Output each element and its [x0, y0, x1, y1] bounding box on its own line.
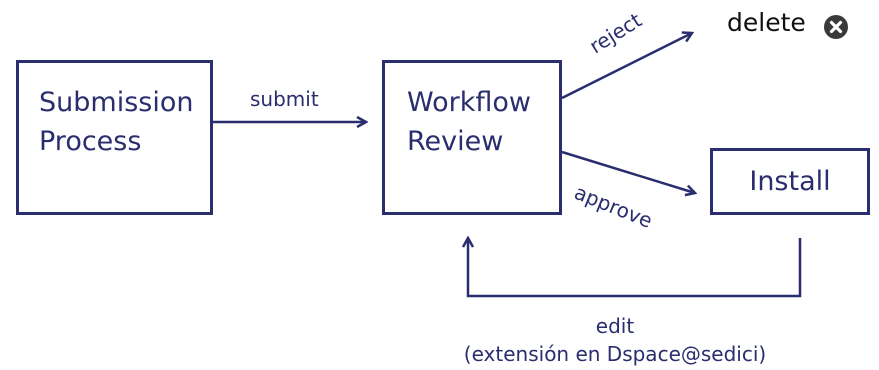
edit-label-line2: (extensión en Dspace@sedici) [463, 342, 767, 366]
install-label: Install [749, 166, 831, 197]
install-box: Install [710, 148, 870, 215]
delete-label: delete [727, 8, 806, 37]
reject-arrow [561, 33, 692, 100]
submission-process-box: Submission Process [16, 60, 213, 215]
workflow-review-label: Workflow Review [407, 87, 531, 157]
edit-label-line1: edit [595, 314, 635, 338]
submit-edge-label: submit [250, 87, 319, 111]
close-circle-icon [824, 15, 848, 39]
edit-edge-label: edit (extensión en Dspace@sedici) [450, 312, 780, 368]
workflow-review-box: Workflow Review [382, 60, 562, 215]
approve-arrow [561, 150, 695, 193]
submission-process-label: Submission Process [39, 87, 194, 157]
edit-loop-arrow [468, 238, 802, 298]
